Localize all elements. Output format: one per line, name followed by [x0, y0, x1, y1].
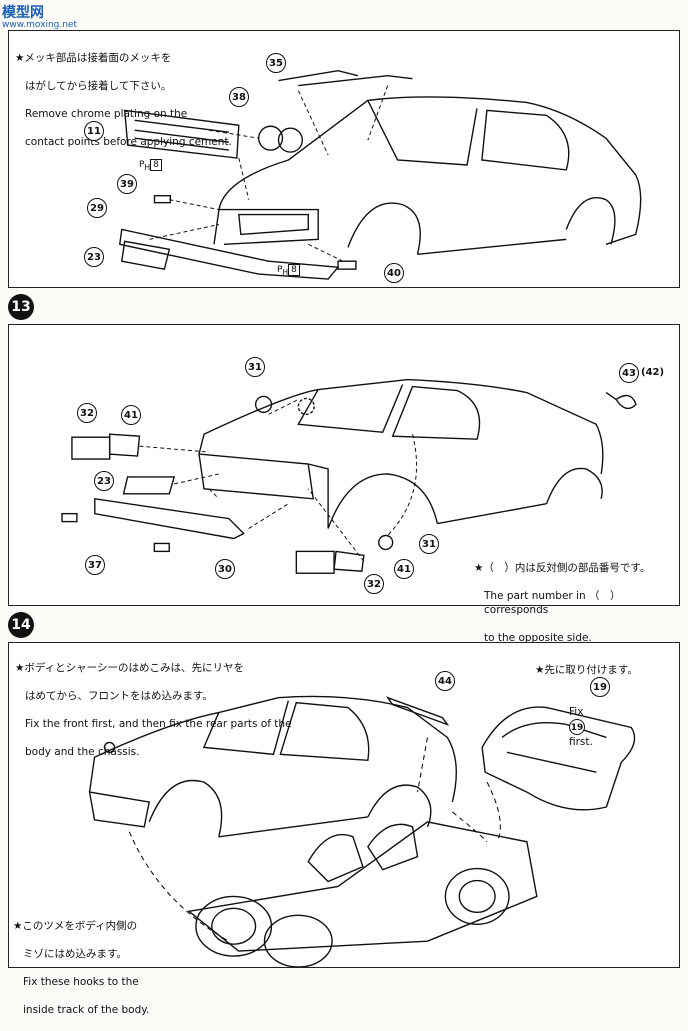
step-12-note-ja-2: はがしてから接着して下さい。	[25, 80, 172, 92]
step-13-note-en-2: to the opposite side.	[484, 632, 592, 644]
step-12-note: ★メッキ部品は接着面のメッキを はがしてから接着して下さい。 Remove ch…	[15, 37, 232, 163]
step-14-panel: ★ボディとシャーシーのはめこみは、先にリヤを はめてから、フロントをはめ込みます…	[8, 642, 680, 1016]
part-callout-41-left: 41	[121, 405, 141, 425]
fix-note-en: Fix 19 first.	[569, 706, 593, 748]
step-14-note-ja-2: はめてから、フロントをはめ込みます。	[25, 690, 213, 702]
step-14-hook-note: ★このツメをボディ内側の ミゾにはめ込みます。 Fix these hooks …	[13, 905, 149, 1031]
part-callout-23: 23	[84, 247, 104, 267]
part-callout-32-right: 32	[364, 574, 384, 594]
step-14-note: ★ボディとシャーシーのはめこみは、先にリヤを はめてから、フロントをはめ込みます…	[15, 647, 292, 773]
part-callout-43: 43	[619, 363, 639, 383]
step-14-drawing	[88, 695, 636, 967]
step-12-panel: ★メッキ部品は接着面のメッキを はがしてから接着して下さい。 Remove ch…	[8, 30, 680, 288]
hook-note-ja-2: ミゾにはめ込みます。	[23, 948, 127, 960]
part-callout-37: 37	[85, 555, 105, 575]
step-12-note-en-2: contact points before applying cement.	[25, 136, 232, 148]
part-callout-19: 19	[590, 677, 610, 697]
step-13-panel: 31 43 (42) 32 41 23 37 30 31 41 32 ★（ ）内…	[8, 324, 680, 644]
part-callout-41-right: 41	[394, 559, 414, 579]
part-callout-31-top: 31	[245, 357, 265, 377]
step-12-drawing	[118, 69, 642, 280]
part-callout-39: 39	[117, 174, 137, 194]
step-14-note-en-2: body and the chassis.	[25, 746, 140, 758]
step-13-badge: 13	[8, 294, 34, 320]
part-callout-29: 29	[87, 198, 107, 218]
step-12-note-en-1: Remove chrome plating on the	[25, 108, 188, 120]
part-callout-23: 23	[94, 471, 114, 491]
step-13-note: ★（ ）内は反対側の部品番号です。 The part number in （ ）…	[474, 547, 679, 659]
part-callout-35: 35	[266, 53, 286, 73]
part-callout-11: 11	[84, 121, 104, 141]
part-callout-38: 38	[229, 87, 249, 107]
part-callout-40: 40	[384, 263, 404, 283]
hook-note-ja-1: ★このツメをボディ内側の	[13, 920, 138, 932]
step-13-drawing	[61, 378, 637, 574]
site-logo: 模型网 www.moxing.net	[2, 2, 77, 30]
part-callout-32-left: 32	[77, 403, 97, 423]
part-callout-42: (42)	[641, 367, 665, 378]
part-callout-31-bottom: 31	[419, 534, 439, 554]
step-14-badge: 14	[8, 612, 34, 638]
hook-note-en-2: inside track of the body.	[23, 1004, 150, 1016]
fix-note-ja: ★先に取り付けます。	[535, 664, 638, 676]
step-14-fix-note: ★先に取り付けます。 Fix 19 first.	[535, 649, 638, 763]
part-callout-30: 30	[215, 559, 235, 579]
step-14-note-en-1: Fix the front first, and then fix the re…	[25, 718, 292, 730]
logo-url: www.moxing.net	[2, 20, 77, 30]
logo-text: 模型网	[2, 5, 44, 21]
step-13-note-ja: ★（ ）内は反対側の部品番号です。	[474, 562, 651, 574]
hook-note-en-1: Fix these hooks to the	[23, 976, 139, 988]
step-13-note-en-1: The part number in （ ） corresponds	[484, 590, 621, 616]
step-14-note-ja-1: ★ボディとシャーシーのはめこみは、先にリヤを	[15, 662, 244, 674]
part-callout-44: 44	[435, 671, 455, 691]
fix-note-callout-19: 19	[569, 719, 585, 735]
step-12-note-ja-1: ★メッキ部品は接着面のメッキを	[15, 52, 172, 64]
